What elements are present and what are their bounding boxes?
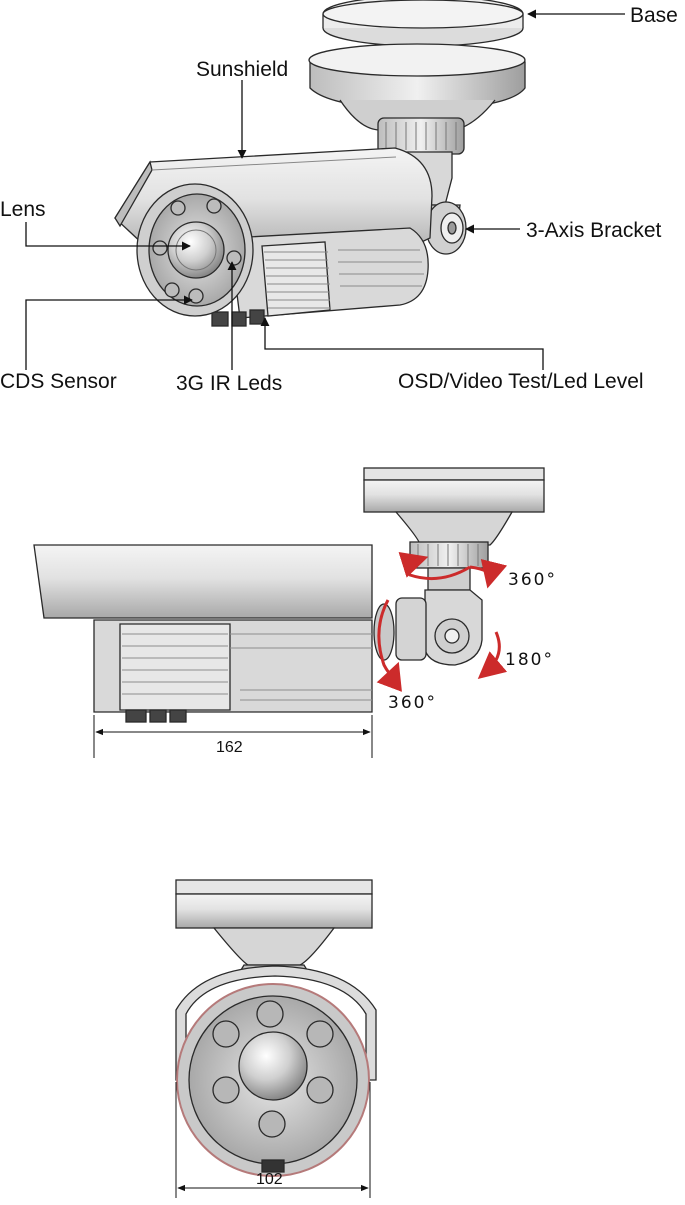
length-dimension bbox=[93, 715, 373, 758]
ir-led bbox=[256, 1000, 284, 1028]
leader-lines bbox=[25, 9, 625, 370]
front-base bbox=[175, 879, 373, 976]
rotation-arrows bbox=[376, 551, 508, 692]
label-3g-ir-leds: 3G IR Leds bbox=[176, 372, 282, 395]
ir-led bbox=[188, 288, 204, 304]
ir-led bbox=[164, 282, 180, 298]
label-tilt-180: 180° bbox=[505, 650, 554, 670]
front-view bbox=[175, 879, 377, 1177]
ir-led bbox=[258, 1110, 286, 1138]
side-housing bbox=[93, 619, 373, 723]
label-osd-video-test: OSD/Video Test/Led Level bbox=[398, 370, 644, 393]
ir-led bbox=[212, 1076, 240, 1104]
perspective-view bbox=[114, 0, 526, 327]
ir-led bbox=[306, 1020, 334, 1048]
label-cds-sensor: CDS Sensor bbox=[0, 370, 117, 393]
ir-led bbox=[152, 240, 168, 256]
label-pan-360: 360° bbox=[508, 570, 557, 590]
label-roll-360: 360° bbox=[388, 693, 437, 713]
side-sunshield bbox=[33, 544, 373, 619]
ir-led bbox=[170, 200, 186, 216]
base-cup bbox=[308, 43, 526, 131]
ir-led bbox=[206, 198, 222, 214]
label-sunshield: Sunshield bbox=[196, 58, 288, 81]
roll-rotation-arrow bbox=[376, 599, 402, 692]
label-3-axis-bracket: 3-Axis Bracket bbox=[526, 219, 662, 242]
camera-housing bbox=[211, 227, 429, 327]
ir-led bbox=[212, 1020, 240, 1048]
label-base: Base bbox=[630, 4, 678, 27]
ir-led bbox=[226, 250, 242, 266]
bracket-knob bbox=[425, 201, 467, 255]
ir-led bbox=[306, 1076, 334, 1104]
pan-rotation-arrow bbox=[398, 551, 471, 581]
tilt-rotation-arrow bbox=[477, 631, 508, 679]
label-width-102: 102 bbox=[256, 1171, 283, 1188]
width-dimension bbox=[175, 1082, 371, 1198]
side-swivel bbox=[373, 589, 483, 666]
label-length-162: 162 bbox=[216, 739, 243, 756]
side-view bbox=[33, 467, 545, 723]
front-face bbox=[136, 183, 254, 317]
label-lens: Lens bbox=[0, 198, 46, 221]
base-plate bbox=[322, 0, 524, 47]
front-lens bbox=[238, 1031, 308, 1101]
side-base bbox=[363, 467, 545, 591]
